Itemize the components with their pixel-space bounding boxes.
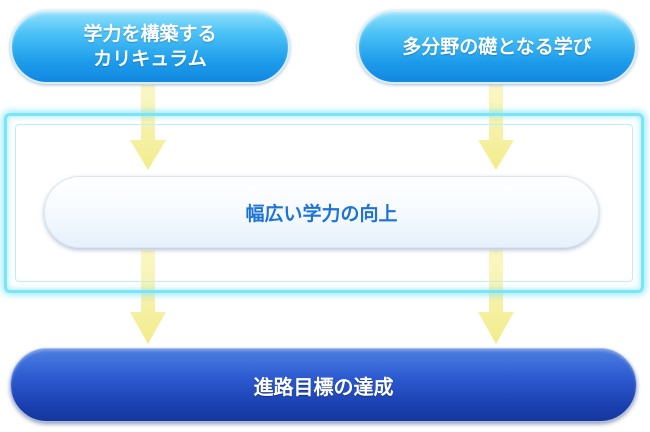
arrow-middle-to-bottom-right	[478, 250, 514, 344]
node-curriculum: 学力を構築する カリキュラム	[10, 10, 290, 84]
node-multidisciplinary-learning: 多分野の礎となる学び	[357, 10, 637, 84]
glow-frame	[4, 113, 644, 293]
arrow-right-top-to-middle	[478, 85, 514, 170]
arrow-middle-to-bottom-left	[130, 250, 166, 344]
glow-frame-inner	[15, 124, 633, 282]
arrow-left-top-to-middle	[130, 85, 166, 170]
node-academic-improvement: 幅広い学力の向上	[44, 176, 599, 248]
node-career-goal: 進路目標の達成	[10, 348, 637, 422]
